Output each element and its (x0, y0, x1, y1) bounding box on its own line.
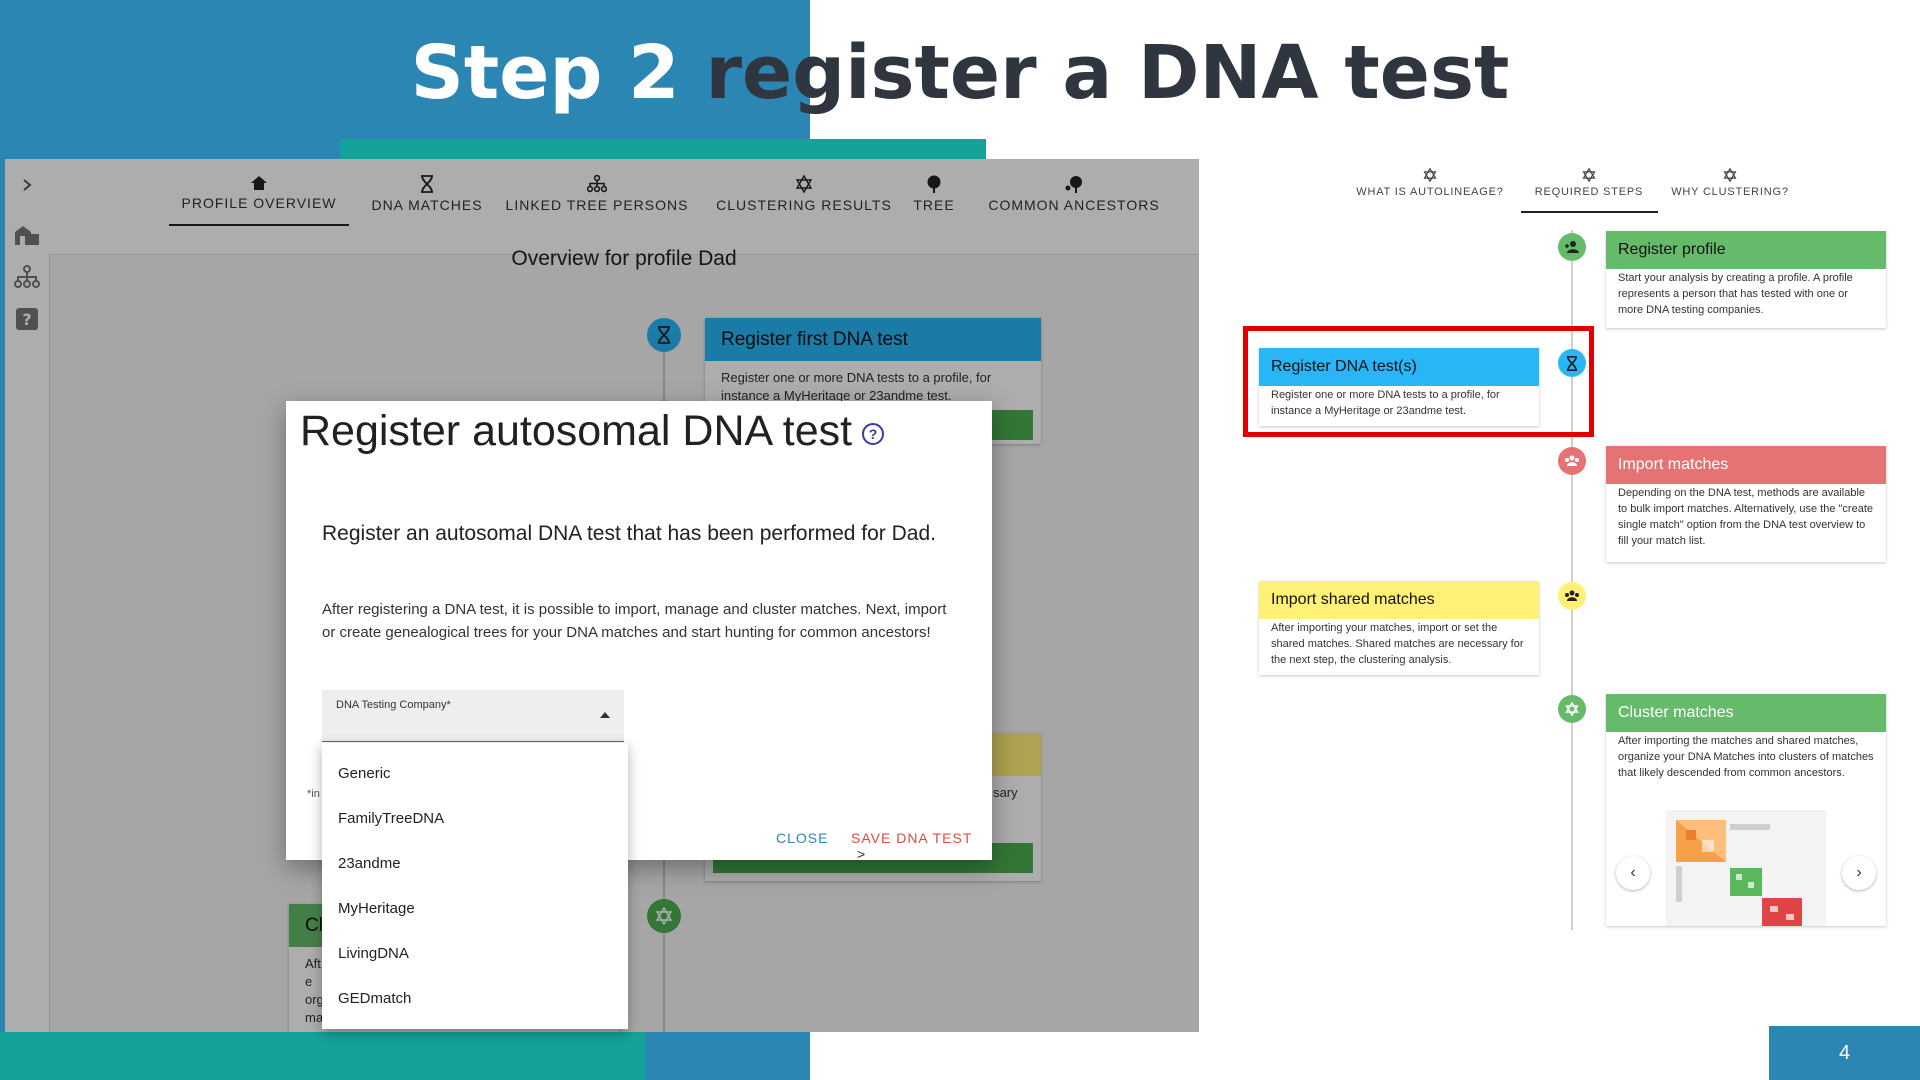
slide-decor-bar-top (340, 139, 986, 159)
step-card-register-dna-tests: Register DNA test(s) Register one or mor… (1259, 348, 1539, 426)
register-dna-dialog: Register autosomal DNA test? Register an… (286, 401, 992, 862)
required-note: *in (307, 788, 320, 800)
step-card-register-profile: Register profile Start your analysis by … (1606, 231, 1886, 328)
group-icon (1558, 582, 1586, 610)
step-body: Start your analysis by creating a profil… (1618, 272, 1853, 316)
step-body: After importing your matches, import or … (1271, 622, 1524, 666)
tab-label: WHY CLUSTERING? (1671, 186, 1789, 198)
option-generic[interactable]: Generic (338, 765, 391, 782)
family-tree-icon[interactable] (13, 263, 41, 291)
tab-dna-matches[interactable]: DNA MATCHES (357, 175, 497, 245)
tab-label: TREE (913, 197, 955, 213)
tab-label: PROFILE OVERVIEW (181, 195, 337, 211)
tab-profile-overview[interactable]: PROFILE OVERVIEW (149, 175, 369, 245)
dialog-description: After registering a DNA test, it is poss… (322, 601, 947, 641)
hourglass-icon (421, 175, 433, 193)
tab-label: COMMON ANCESTORS (988, 197, 1160, 213)
star-of-david-icon (1582, 168, 1596, 182)
slide-title-step: Step 2 (410, 30, 680, 116)
step-title: Register DNA test(s) (1259, 348, 1539, 386)
star-of-david-icon (647, 899, 681, 933)
tab-linked-tree-persons[interactable]: LINKED TREE PERSONS (497, 175, 697, 245)
hourglass-icon (647, 318, 681, 352)
profile-title: Overview for profile Dad (511, 247, 737, 270)
slide-title-text: register a DNA test (679, 30, 1510, 116)
group-icon (1558, 447, 1586, 475)
tree-icon (927, 175, 941, 193)
save-button-label: SAVE DNA TEST (851, 830, 973, 846)
dialog-lead-text: Register an autosomal DNA test that has … (322, 522, 936, 545)
slide-decor-bar-bottom-blue (645, 1032, 810, 1080)
tab-required-steps[interactable]: REQUIRED STEPS (1519, 168, 1659, 198)
help-circle-icon[interactable]: ? (862, 422, 885, 445)
tab-label: REQUIRED STEPS (1534, 186, 1644, 198)
save-dna-test-button[interactable]: SAVE DNA TEST > (851, 830, 992, 862)
svg-text:?: ? (22, 310, 31, 329)
card-body: Register one or more DNA tests to a prof… (721, 370, 992, 403)
help-box-icon[interactable]: ? (13, 305, 41, 333)
tab-label: WHAT IS AUTOLINEAGE? (1356, 186, 1504, 198)
step-title: Cluster matches (1606, 694, 1886, 732)
tree-people-icon (587, 175, 607, 193)
select-label: DNA Testing Company* (336, 699, 451, 711)
card-body: Afte org ma and (305, 956, 324, 1032)
person-add-icon (1558, 233, 1586, 261)
ancestor-icon (1065, 176, 1082, 193)
close-button[interactable]: CLOSE (776, 830, 829, 846)
tab-active-indicator (1521, 211, 1658, 213)
tab-tree[interactable]: TREE (899, 175, 969, 245)
slide-page-number: 4 (1769, 1026, 1920, 1080)
option-gedmatch[interactable]: GEDmatch (338, 990, 412, 1007)
tab-label: LINKED TREE PERSONS (505, 197, 689, 213)
tab-active-indicator (169, 224, 349, 226)
step-body: Depending on the DNA test, methods are a… (1618, 487, 1873, 547)
hourglass-icon (1558, 349, 1586, 377)
company-options-menu: Generic FamilyTreeDNA 23andme MyHeritage… (322, 743, 628, 1029)
step-title: Import shared matches (1259, 581, 1539, 619)
steps-timeline-line (1571, 230, 1573, 930)
step-body: After importing the matches and shared m… (1618, 735, 1874, 779)
buildings-icon[interactable] (13, 221, 41, 249)
highlight-frame (1243, 326, 1594, 437)
cluster-matrix-image (1666, 810, 1826, 926)
dialog-title-text: Register autosomal DNA test (300, 407, 853, 455)
card-title: Register first DNA test (705, 318, 1041, 361)
tab-label: DNA MATCHES (371, 197, 483, 213)
tab-common-ancestors[interactable]: COMMON ANCESTORS (979, 175, 1169, 245)
star-of-david-icon (1423, 168, 1437, 182)
main-tabs: PROFILE OVERVIEW DNA MATCHES LINKED TREE… (49, 159, 1199, 255)
step-card-import-shared-matches: Import shared matches After importing yo… (1259, 581, 1539, 675)
step-body: Register one or more DNA tests to a prof… (1271, 389, 1500, 417)
slide-decor-bar-bottom (0, 1032, 645, 1080)
step-card-cluster-matches: Cluster matches After importing the matc… (1606, 694, 1886, 926)
option-23andme[interactable]: 23andme (338, 855, 401, 872)
slide-title: Step 2 register a DNA test (0, 28, 1920, 118)
side-rail: ? (5, 159, 50, 1032)
option-myheritage[interactable]: MyHeritage (338, 900, 415, 917)
carousel-next-button[interactable]: › (1842, 856, 1876, 890)
dna-testing-company-select[interactable]: DNA Testing Company* (322, 690, 624, 742)
tab-why-clustering[interactable]: WHY CLUSTERING? (1660, 168, 1800, 198)
expand-chevron-icon[interactable] (13, 171, 41, 199)
star-of-david-icon (795, 175, 813, 193)
house-icon (251, 176, 267, 190)
caret-up-icon (600, 712, 610, 718)
tab-clustering-results[interactable]: CLUSTERING RESULTS (709, 175, 899, 245)
star-of-david-icon (1558, 695, 1586, 723)
option-familytreedna[interactable]: FamilyTreeDNA (338, 810, 445, 827)
chevron-right-icon: > (857, 846, 867, 862)
tab-what-is-autolineage[interactable]: WHAT IS AUTOLINEAGE? (1350, 168, 1510, 198)
star-of-david-icon (1723, 168, 1737, 182)
option-livingdna[interactable]: LivingDNA (338, 945, 409, 962)
dialog-title: Register autosomal DNA test? (300, 407, 885, 456)
step-card-import-matches: Import matches Depending on the DNA test… (1606, 446, 1886, 562)
carousel-prev-button[interactable]: ‹ (1616, 856, 1650, 890)
step-title: Register profile (1606, 231, 1886, 269)
tab-label: CLUSTERING RESULTS (716, 197, 892, 213)
step-title: Import matches (1606, 446, 1886, 484)
